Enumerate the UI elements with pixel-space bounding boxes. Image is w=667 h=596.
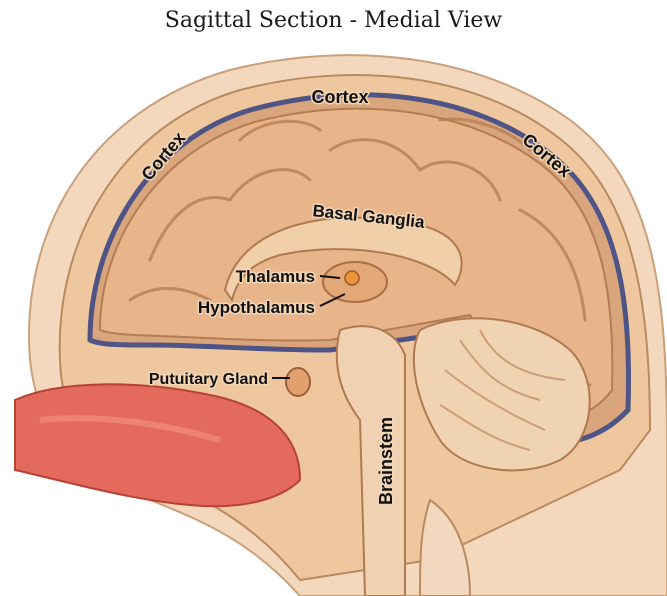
label-cortex-top: Cortex <box>311 87 368 107</box>
label-pituitary-gland: Putuitary Gland <box>149 371 268 388</box>
label-thalamus: Thalamus <box>236 267 315 286</box>
label-hypothalamus: Hypothalamus <box>198 298 315 317</box>
label-brainstem: Brainstem <box>376 417 396 505</box>
pituitary-gland <box>286 368 310 396</box>
